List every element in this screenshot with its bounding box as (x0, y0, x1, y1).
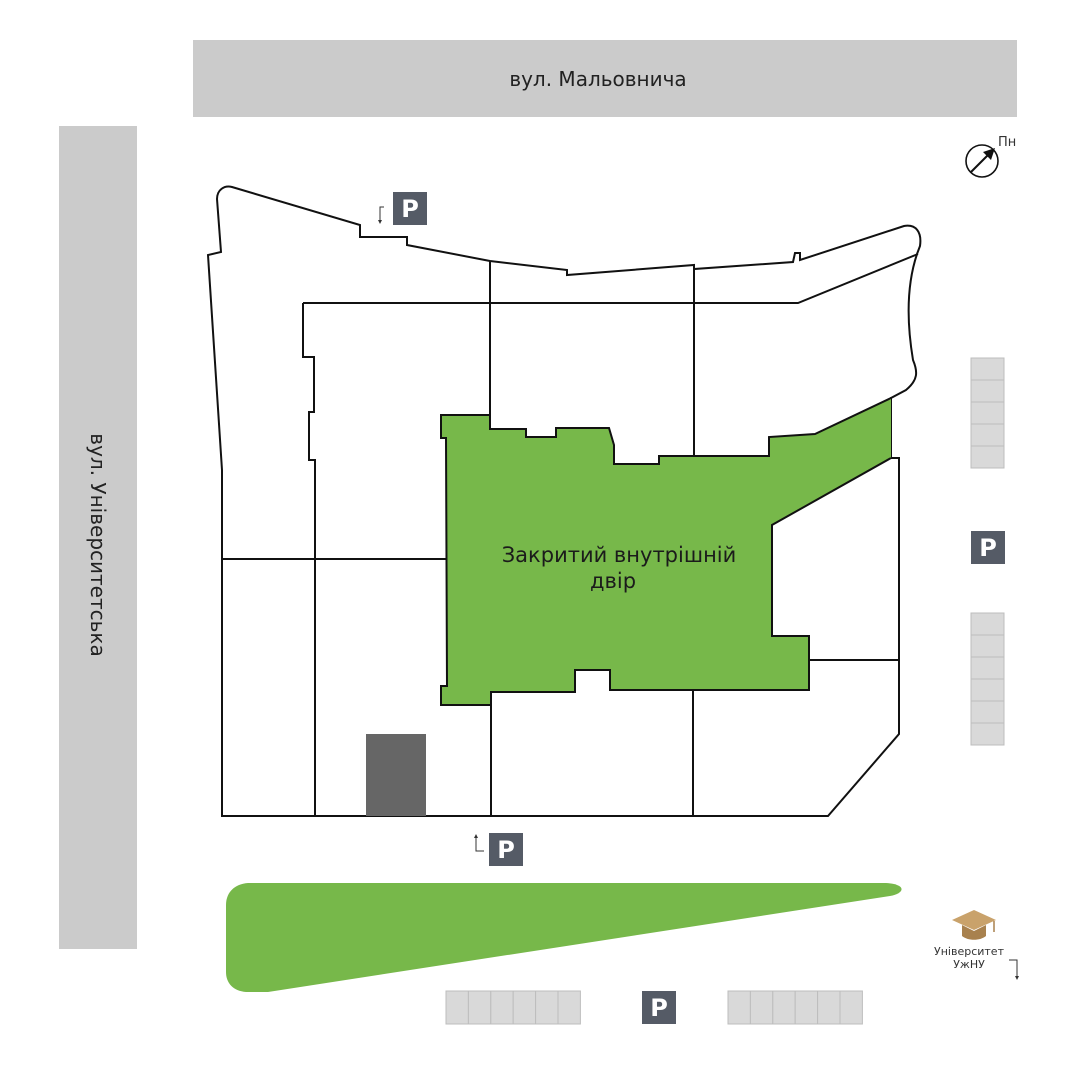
parking-slot (970, 401, 1005, 425)
parking-slot (970, 700, 1005, 724)
arrow-down-icon (1009, 959, 1019, 980)
parking-sign-bottom-entry: P (474, 833, 523, 866)
dark-block (366, 734, 426, 816)
parking-slot (970, 634, 1005, 658)
graduation-cap-icon (952, 910, 996, 940)
parking-slot (970, 445, 1005, 469)
parking-sign-bottom: P (642, 991, 676, 1024)
parking-slots-right-top (970, 357, 1005, 469)
parking-slot (970, 423, 1005, 447)
parking-slot (727, 990, 751, 1025)
building-divisions (222, 253, 919, 816)
parking-slot (794, 990, 819, 1025)
parking-slot (970, 612, 1005, 636)
parking-slot (749, 990, 774, 1025)
arrow-down-icon (379, 206, 384, 222)
parking-slot (970, 656, 1005, 680)
parking-slot (557, 990, 581, 1025)
parking-sign-letter: P (401, 195, 419, 223)
parking-slot (772, 990, 796, 1025)
parking-slot (970, 678, 1005, 702)
parking-slots-bottom-right (727, 990, 863, 1025)
parking-slot (839, 990, 863, 1025)
parking-slot (535, 990, 559, 1025)
parking-slot (817, 990, 841, 1025)
parking-slot (467, 990, 492, 1025)
street-top: вул. Мальовнича (193, 40, 1017, 117)
parking-slot (970, 722, 1005, 746)
street-left: вул. Університетська (59, 126, 137, 949)
arrow-up-icon (475, 836, 484, 852)
university-label-line1: Університет (934, 945, 1005, 958)
closed-courtyard (441, 398, 891, 705)
north-arrow-icon (965, 144, 999, 178)
parking-sign-right: P (971, 531, 1005, 564)
parking-sign-top: P (378, 192, 427, 225)
parking-sign-letter: P (650, 994, 668, 1022)
parking-slots-right-bottom (970, 612, 1005, 746)
university-label-line2: УжНУ (953, 958, 985, 971)
parking-slot (512, 990, 537, 1025)
street-left-label: вул. Університетська (86, 433, 110, 656)
parking-slot (445, 990, 469, 1025)
street-top-label: вул. Мальовнича (509, 67, 686, 91)
parking-sign-letter: P (497, 836, 515, 864)
parking-slot (970, 357, 1005, 381)
green-park-strip (226, 883, 902, 992)
courtyard-label-line2: двір (590, 569, 636, 593)
parking-slot (970, 379, 1005, 403)
parking-sign-letter: P (979, 534, 997, 562)
parking-slots-bottom-left (445, 990, 581, 1025)
north-label: Пн (998, 135, 1016, 150)
courtyard-label-line1: Закритий внутрішній (502, 543, 737, 567)
parking-slot (490, 990, 514, 1025)
